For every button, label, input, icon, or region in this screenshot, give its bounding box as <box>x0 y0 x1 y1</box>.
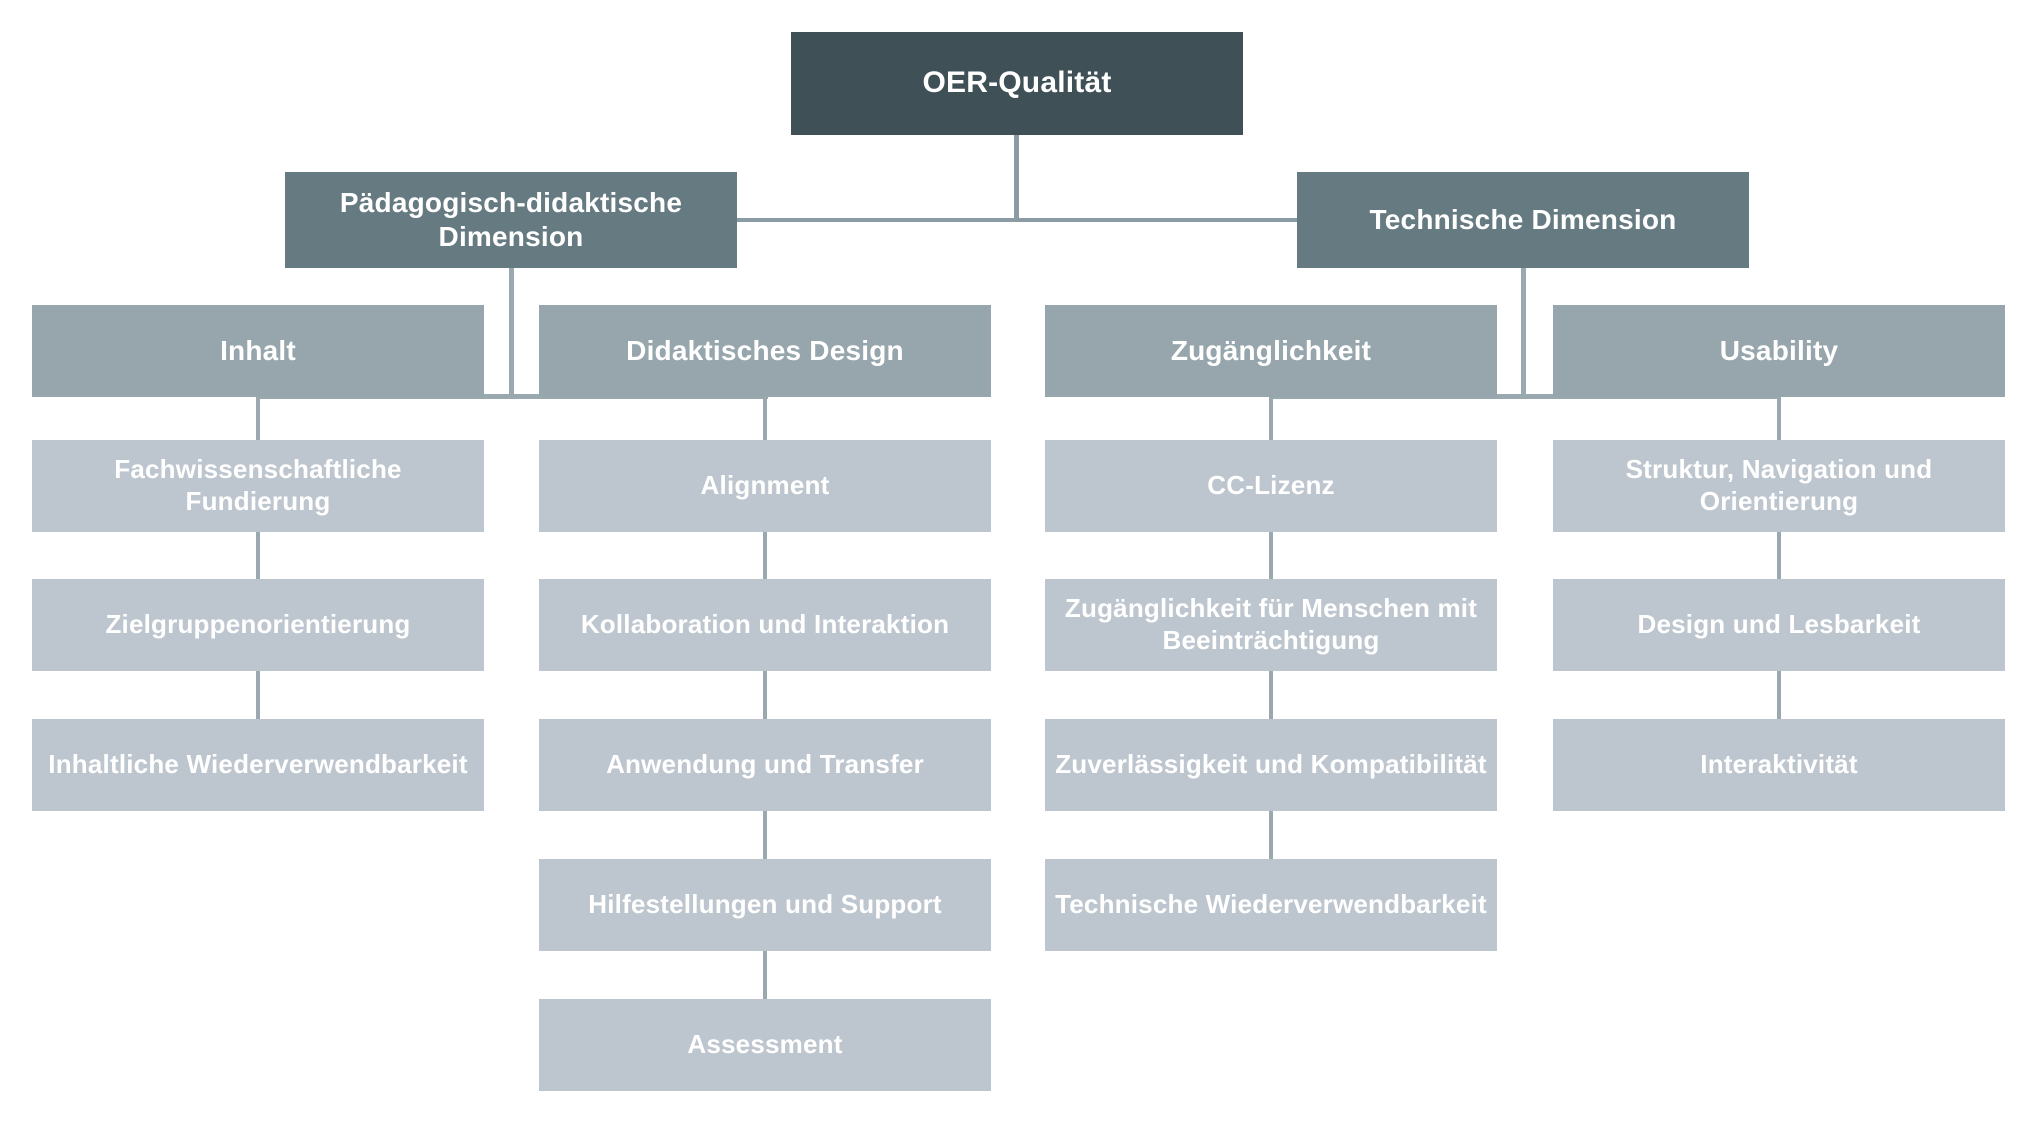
node-label: Inhalt <box>220 334 296 366</box>
node-label: Usability <box>1719 334 1839 366</box>
connector-dim-left-down <box>509 268 514 398</box>
node-label: Zielgruppenorientierung <box>105 609 411 640</box>
connector-col2-spine <box>763 397 767 1001</box>
node-criterion-struktur-navigation-orientierung: Struktur, Navigation und Orientierung <box>1553 440 2005 532</box>
node-label: Kollaboration und Interaktion <box>580 609 950 640</box>
node-dimension-technisch: Technische Dimension <box>1297 172 1749 268</box>
node-label: Alignment <box>700 470 830 501</box>
node-criterion-alignment: Alignment <box>539 440 991 532</box>
node-label: Technische Dimension <box>1369 203 1677 235</box>
node-criterion-anwendung-transfer: Anwendung und Transfer <box>539 719 991 811</box>
node-label: Technische Wiederverwendbarkeit <box>1055 889 1487 920</box>
node-criterion-technische-wiederverwendbarkeit: Technische Wiederverwendbarkeit <box>1045 859 1497 951</box>
connector-dim-right-down <box>1521 268 1526 398</box>
connector-dim-right-bus <box>1270 394 1780 399</box>
node-criterion-hilfestellungen-support: Hilfestellungen und Support <box>539 859 991 951</box>
node-label: Struktur, Navigation und Orientierung <box>1625 454 1933 516</box>
node-dimension-paedagogisch-didaktisch: Pädagogisch-didaktische Dimension <box>285 172 737 268</box>
node-label: Fachwissenschaftliche Fundierung <box>114 454 402 516</box>
node-label: Hilfestellungen und Support <box>588 889 942 920</box>
node-criterion-cc-lizenz: CC-Lizenz <box>1045 440 1497 532</box>
node-label: Interaktivität <box>1700 749 1858 780</box>
connector-root-down <box>1014 135 1019 220</box>
node-criterion-zuverlaessigkeit-kompatibilitaet: Zuverlässigkeit und Kompatibilität <box>1045 719 1497 811</box>
node-label: Pädagogisch-didaktische Dimension <box>339 186 683 252</box>
node-criterion-fachwissenschaftliche-fundierung: Fachwissenschaftliche Fundierung <box>32 440 484 532</box>
node-criterion-kollaboration-interaktion: Kollaboration und Interaktion <box>539 579 991 671</box>
node-category-didaktisches-design: Didaktisches Design <box>539 305 991 397</box>
node-label: Anwendung und Transfer <box>606 749 924 780</box>
node-label: Inhaltliche Wiederverwendbarkeit <box>48 749 468 780</box>
node-criterion-inhaltliche-wiederverwendbarkeit: Inhaltliche Wiederverwendbarkeit <box>32 719 484 811</box>
connector-dim-left-bus <box>258 394 768 399</box>
node-label: Didaktisches Design <box>626 334 904 366</box>
node-category-usability: Usability <box>1553 305 2005 397</box>
node-label: CC-Lizenz <box>1207 470 1335 501</box>
node-category-inhalt: Inhalt <box>32 305 484 397</box>
node-label: Zugänglichkeit für Menschen mit Beeinträ… <box>1064 593 1478 655</box>
node-label: Zuverlässigkeit und Kompatibilität <box>1055 749 1487 780</box>
node-criterion-interaktivitaet: Interaktivität <box>1553 719 2005 811</box>
node-criterion-zielgruppenorientierung: Zielgruppenorientierung <box>32 579 484 671</box>
node-label: OER-Qualität <box>922 66 1112 100</box>
node-criterion-assessment: Assessment <box>539 999 991 1091</box>
node-category-zugaenglichkeit: Zugänglichkeit <box>1045 305 1497 397</box>
node-label: Assessment <box>687 1029 843 1060</box>
connector-col1-spine <box>256 397 260 721</box>
node-criterion-design-lesbarkeit: Design und Lesbarkeit <box>1553 579 2005 671</box>
node-label: Design und Lesbarkeit <box>1637 609 1921 640</box>
node-root-oer-qualitaet: OER-Qualität <box>791 32 1243 135</box>
connector-col4-spine <box>1777 397 1781 721</box>
connector-dimension-bus <box>737 218 1297 222</box>
node-label: Zugänglichkeit <box>1170 334 1372 366</box>
node-criterion-zugaenglichkeit-beeintraechtigung: Zugänglichkeit für Menschen mit Beeinträ… <box>1045 579 1497 671</box>
